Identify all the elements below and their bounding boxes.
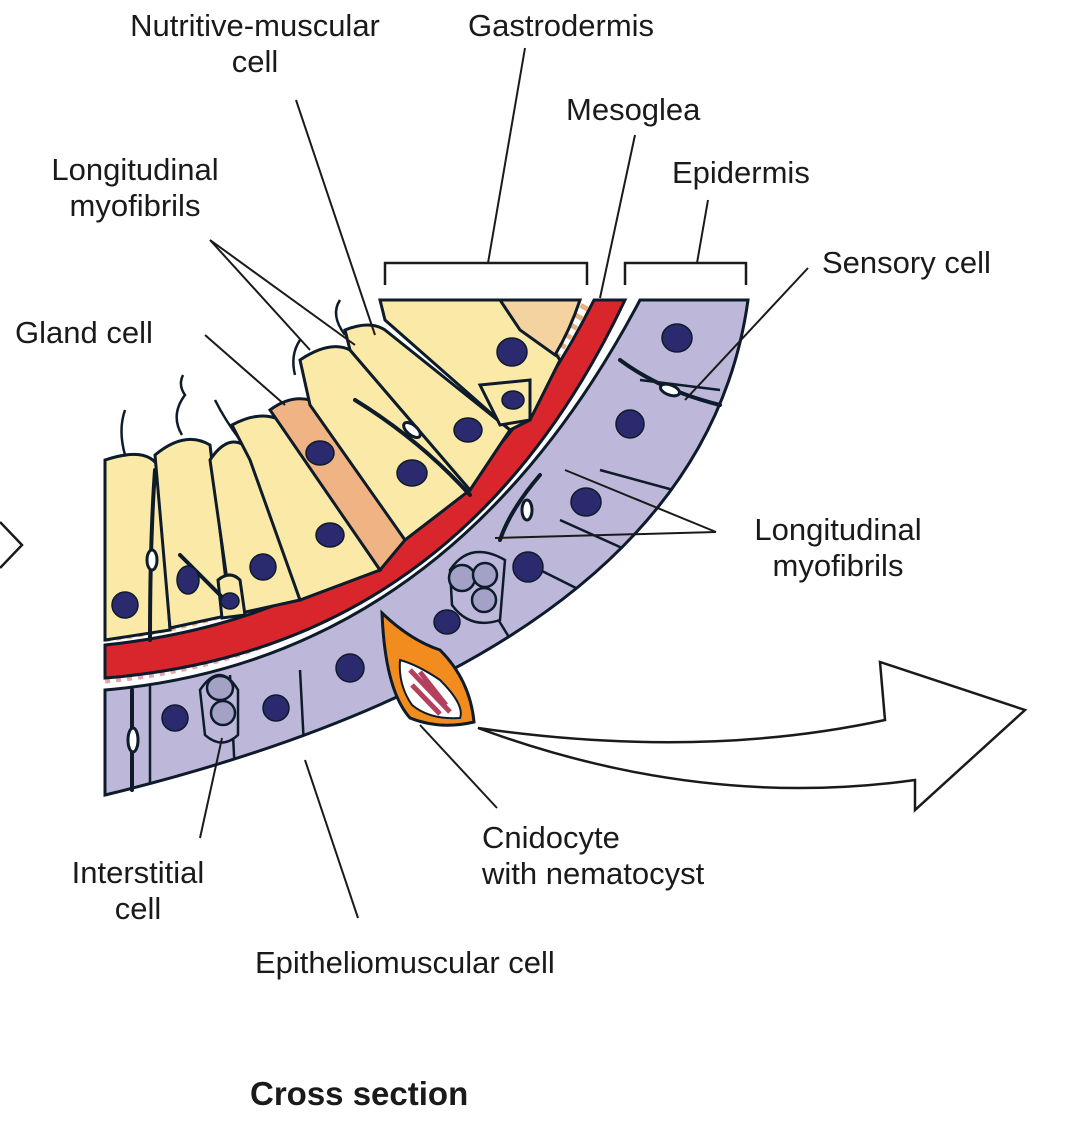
right-arrow-shape — [478, 662, 1025, 810]
label-nutritive-muscular-line1: Nutritive-muscular — [85, 8, 425, 44]
label-interstitial-line1: Interstitial — [38, 855, 238, 891]
label-longitudinal-upper-line2: myofibrils — [20, 188, 250, 224]
label-interstitial-line2: cell — [38, 891, 238, 927]
gastrodermis-bracket — [385, 263, 587, 285]
label-epitheliomuscular-cell: Epitheliomuscular cell — [255, 945, 555, 981]
label-longitudinal-upper-line1: Longitudinal — [20, 152, 250, 188]
label-epidermis: Epidermis — [672, 155, 810, 191]
epidermis-bracket — [625, 263, 746, 285]
label-longitudinal-myofibrils-upper: Longitudinal myofibrils — [20, 152, 250, 224]
label-mesoglea: Mesoglea — [566, 92, 700, 128]
label-gland-cell: Gland cell — [15, 315, 153, 351]
figure-caption: Cross section — [250, 1075, 468, 1113]
left-arrow-fragment — [0, 522, 22, 568]
label-nutritive-muscular-cell: Nutritive-muscular cell — [85, 8, 425, 80]
label-longitudinal-right-line1: Longitudinal — [718, 512, 958, 548]
label-interstitial-cell: Interstitial cell — [38, 855, 238, 927]
label-cnidocyte-line2: with nematocyst — [482, 856, 704, 892]
label-longitudinal-myofibrils-right: Longitudinal myofibrils — [718, 512, 958, 584]
label-gastrodermis: Gastrodermis — [468, 8, 654, 44]
label-sensory-cell: Sensory cell — [822, 245, 991, 281]
label-cnidocyte: Cnidocyte with nematocyst — [482, 820, 704, 892]
label-nutritive-muscular-line2: cell — [85, 44, 425, 80]
label-cnidocyte-line1: Cnidocyte — [482, 820, 704, 856]
label-longitudinal-right-line2: myofibrils — [718, 548, 958, 584]
